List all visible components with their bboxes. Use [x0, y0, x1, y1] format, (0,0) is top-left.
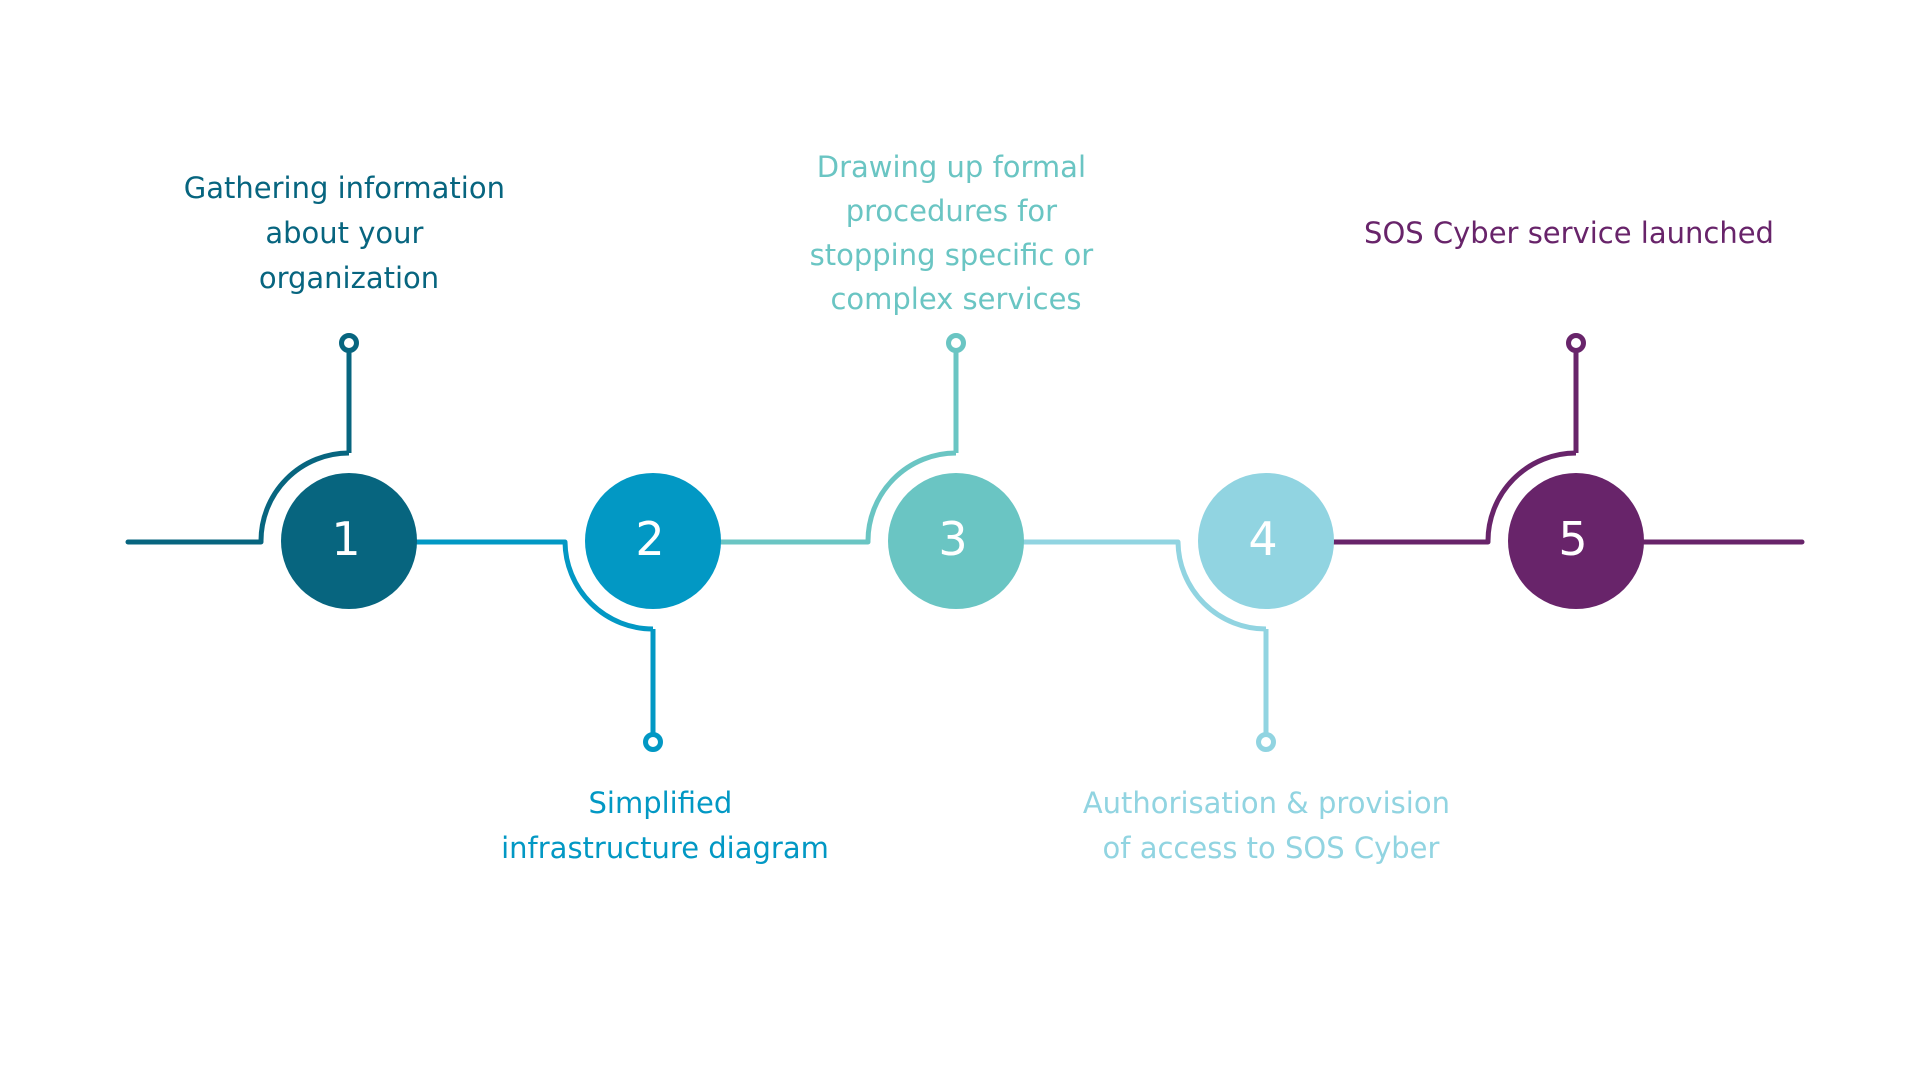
step-1: 1 Gathering information about your organ…	[184, 171, 514, 609]
step-3-number: 3	[938, 512, 967, 566]
step-4-arc	[1175, 541, 1267, 632]
step-3-dot	[946, 333, 966, 353]
step-2-arc	[562, 541, 654, 632]
step-3-label-line: complex services	[830, 282, 1081, 316]
step-4-number: 4	[1248, 512, 1277, 566]
step-3-label-line: Drawing up formal	[817, 150, 1086, 184]
step-5: 5 SOS Cyber service launched	[1364, 216, 1774, 609]
step-2-label: Simplified infrastructure diagram	[501, 786, 829, 865]
step-2-label-line: infrastructure diagram	[501, 831, 829, 865]
step-1-dot	[339, 333, 359, 353]
step-2-circle	[585, 473, 721, 609]
step-1-label-line: Gathering information	[184, 171, 505, 205]
step-5-circle	[1508, 473, 1644, 609]
step-4-label-line: Authorisation & provision	[1083, 786, 1450, 820]
step-4: 4 Authorisation & provision of access to…	[1083, 473, 1459, 865]
step-1-number: 1	[331, 512, 360, 566]
step-4-label: Authorisation & provision of access to S…	[1083, 786, 1459, 865]
step-4-circle	[1198, 473, 1334, 609]
step-4-label-line: of access to SOS Cyber	[1103, 831, 1440, 865]
step-1-arc	[258, 450, 350, 543]
step-3-circle	[888, 473, 1024, 609]
step-1-label-line: about your	[265, 216, 423, 250]
step-3-arc	[865, 450, 957, 543]
step-5-dot	[1566, 333, 1586, 353]
step-3-label-line: procedures for	[846, 194, 1057, 228]
step-5-label-line: SOS Cyber service launched	[1364, 216, 1774, 250]
step-3: 3 Drawing up formal procedures for stopp…	[810, 150, 1103, 609]
step-1-circle	[281, 473, 417, 609]
step-2: 2 Simplified infrastructure diagram	[501, 473, 829, 865]
step-2-label-line: Simplified	[589, 786, 733, 820]
step-5-arc	[1485, 450, 1577, 543]
step-5-number: 5	[1558, 512, 1587, 566]
step-2-number: 2	[635, 512, 664, 566]
step-1-label: Gathering information about your organiz…	[184, 171, 514, 295]
step-2-dot	[643, 732, 663, 752]
step-3-label-line: stopping specific or	[810, 238, 1094, 272]
step-4-dot	[1256, 732, 1276, 752]
step-5-label: SOS Cyber service launched	[1364, 216, 1774, 250]
step-3-label: Drawing up formal procedures for stoppin…	[810, 150, 1103, 316]
step-1-label-line: organization	[259, 261, 439, 295]
